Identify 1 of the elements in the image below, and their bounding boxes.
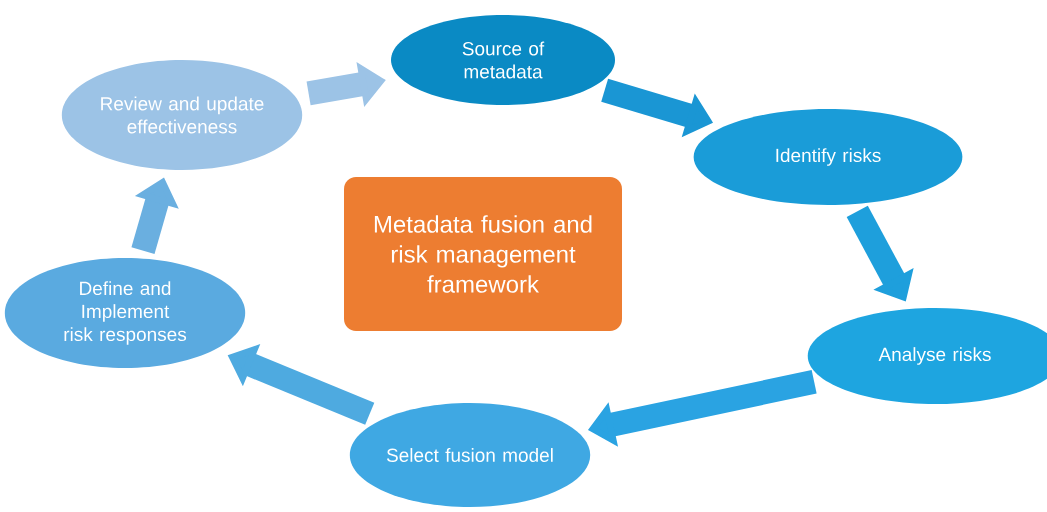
title-box: Metadata fusion and risk management framework	[344, 177, 622, 331]
